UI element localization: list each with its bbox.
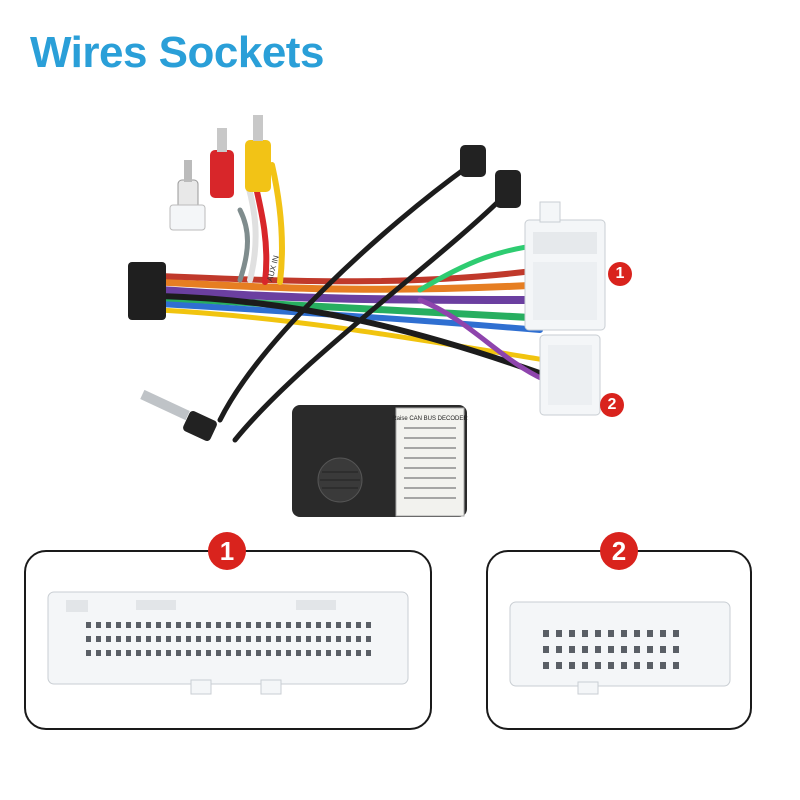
panel-2-badge: 2 <box>600 532 638 570</box>
badge-connector-2: 2 <box>600 393 624 417</box>
canbus-decoder-box: Raise CAN BUS DECODER <box>292 405 468 517</box>
usb-plug-2 <box>495 170 521 208</box>
page-title: Wires Sockets <box>30 28 324 77</box>
connector-2-photo <box>539 334 601 416</box>
rca-plugs <box>177 115 271 221</box>
small-white-plug <box>169 204 206 231</box>
wire-bundle <box>156 162 548 383</box>
iso-connector <box>128 262 166 320</box>
connector-1-detail <box>47 591 409 695</box>
connector-2-detail <box>509 601 731 695</box>
antenna-plug <box>140 389 217 441</box>
usb-plug-1 <box>460 145 486 177</box>
decoder-title: Raise CAN BUS DECODER <box>392 416 468 422</box>
badge-connector-1: 1 <box>608 262 632 286</box>
panel-1-badge: 1 <box>208 532 246 570</box>
wiring-harness-illustration: Raise CAN BUS DECODER AUX IN <box>128 115 606 517</box>
black-cables <box>217 162 508 443</box>
connector-1-photo <box>524 201 606 331</box>
connector-1-detail-panel: 1 <box>24 532 432 730</box>
connector-2-detail-panel: 2 <box>486 532 752 730</box>
